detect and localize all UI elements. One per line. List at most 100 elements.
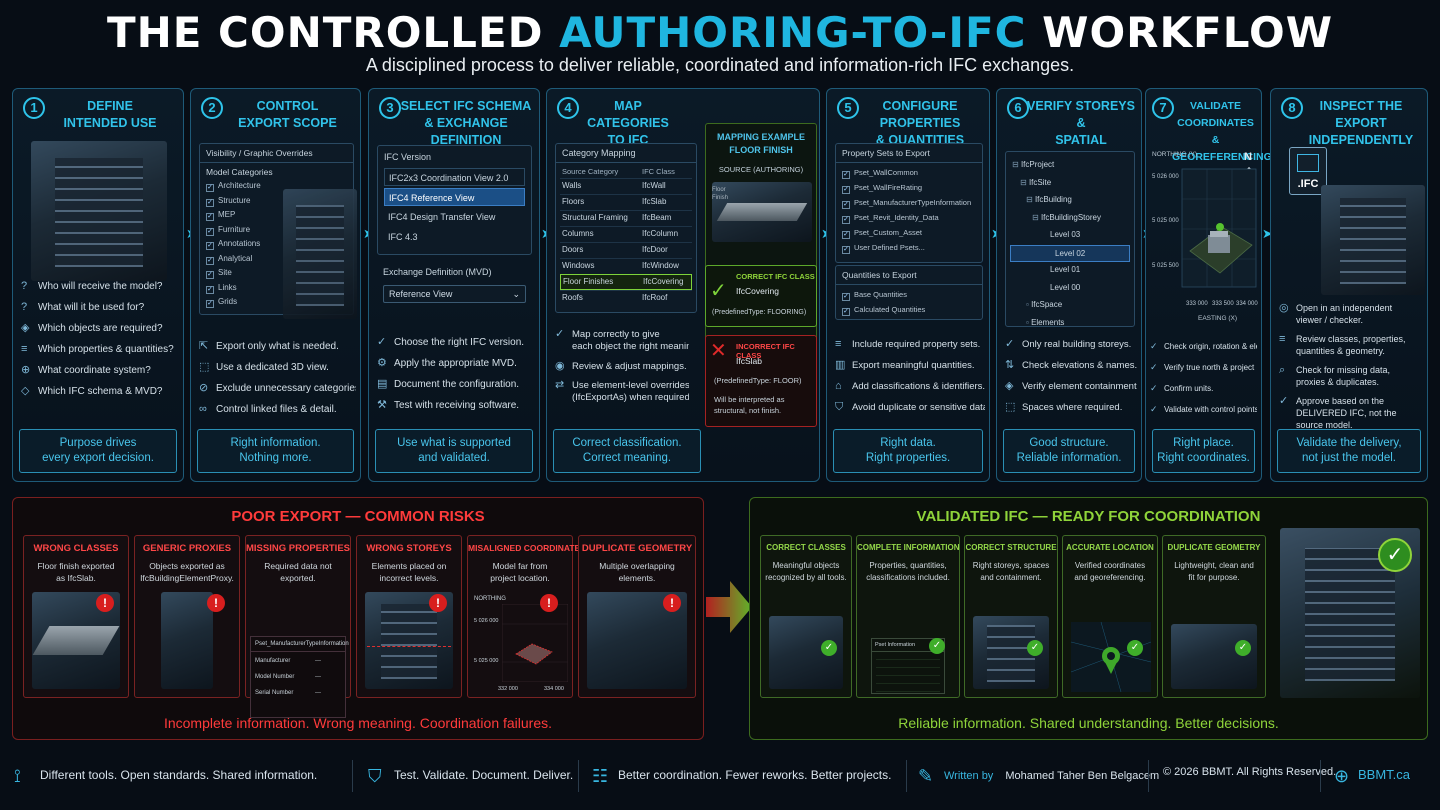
tree-toggle-icon: ⊟ [1012, 160, 1021, 169]
shield-icon: ⛉ [835, 401, 844, 413]
pset-list: ✓Pset_WallCommon ✓Pset_WallFireRating ✓P… [836, 163, 982, 256]
pen-icon: ✎ [918, 766, 934, 786]
warning-icon: ! [207, 594, 225, 612]
version-option[interactable]: IFC 4.3 [388, 232, 418, 242]
card-title: MISSING PROPERTIES [246, 543, 350, 554]
qto-checkbox[interactable]: ✓Calculated Quantities [842, 305, 926, 316]
category-checkbox[interactable]: ✓MEP [206, 210, 236, 221]
mvd-label: Exchange Definition (MVD) [383, 267, 492, 277]
tree-node[interactable]: Level 00 [1006, 280, 1134, 298]
card-desc: Properties, quantities,classifications i… [866, 561, 950, 582]
check-circle-icon: ✓ [1005, 338, 1015, 350]
step-bullets: ✓Map correctly to give each object the r… [555, 327, 689, 404]
check-circle-icon: ✓ [1150, 362, 1158, 372]
step-footer: Correct classification.Correct meaning. [553, 429, 701, 473]
correct-class-panel: ✓ CORRECT IFC CLASS IfcCovering (Predefi… [705, 265, 817, 327]
category-checkbox[interactable]: ✓Site [206, 268, 232, 279]
category-checkbox[interactable]: ✓Annotations [206, 239, 261, 250]
table-row: Serial Number--- [255, 690, 321, 696]
version-option[interactable]: IFC4 Design Transfer View [388, 212, 496, 222]
card-title: GENERIC PROXIES [142, 543, 232, 554]
panel-title: Category Mapping [556, 144, 696, 163]
tree-node[interactable]: ⊟ IfcBuilding [1006, 192, 1134, 210]
list-item: ⚒Test with receiving software. [377, 399, 520, 411]
pset-checkbox[interactable]: ✓Pset_WallFireRating [842, 183, 923, 194]
category-checkbox[interactable]: ✓Architecture [206, 181, 261, 192]
incorrect-class-panel: ✕ INCORRECT IFC CLASS IfcSlab (Predefine… [705, 335, 817, 427]
check-circle-icon: ✓ [555, 328, 565, 340]
step-footer: Right information.Nothing more. [197, 429, 354, 473]
pset-checkbox[interactable]: ✓Pset_Revit_Identity_Data [842, 213, 939, 224]
benefit-card-duplicate-geometry: DUPLICATE GEOMETRY Lightweight, clean an… [1162, 535, 1266, 698]
tree-node[interactable]: ⊟ IfcBuildingStorey [1006, 210, 1134, 228]
eye-icon: ◉ [555, 360, 565, 372]
list-item: ◈Verify element containment. [1005, 380, 1137, 392]
version-option[interactable]: IFC2x3 Coordination View 2.0 [384, 168, 525, 186]
y-tick: 5 025 000 [1152, 218, 1179, 224]
version-option-selected[interactable]: IFC4 Reference View [384, 188, 525, 206]
poor-export-title: POOR EXPORT — COMMON RISKS [231, 508, 485, 525]
tree-node[interactable]: Level 01 [1006, 262, 1134, 280]
step-bullets: ✓Only real building storeys. ⇅Check elev… [1005, 337, 1137, 421]
tree-node[interactable]: ⊟ IfcSite [1006, 175, 1134, 193]
pset-checkbox[interactable]: ✓Pset_Custom_Asset [842, 228, 922, 239]
list-item: quantities & geometry. [1296, 346, 1385, 356]
category-checkbox[interactable]: ✓Grids [206, 297, 238, 308]
category-checkbox[interactable]: ✓Analytical [206, 253, 253, 265]
list-item: viewer / checker. [1296, 315, 1364, 325]
tree-node[interactable]: ⊟ IfcProject [1006, 157, 1134, 175]
step-footer: Right place.Right coordinates. [1152, 429, 1255, 473]
pset-checkbox[interactable]: ✓Pset_WallCommon [842, 168, 918, 179]
footer-site-link[interactable]: ⊕BBMT.ca [1334, 766, 1411, 786]
category-checkbox[interactable]: ✓Structure [206, 195, 251, 207]
tree-node[interactable]: Level 03 [1006, 227, 1134, 245]
qto-checkbox[interactable]: ✓Base Quantities [842, 290, 907, 301]
list-item: ∞Control linked files & detail. [199, 403, 337, 415]
list-icon: ≡ [835, 338, 842, 350]
step-number: 2 [201, 97, 223, 119]
card-title: COMPLETE INFORMATION [857, 543, 960, 552]
validated-building-image [1280, 528, 1420, 698]
step-select-ifc-schema: 3 SELECT IFC SCHEMA& EXCHANGE DEFINITION… [368, 88, 540, 482]
y-tick: 5 025 500 [1152, 263, 1179, 269]
cross-icon: ✕ [710, 340, 727, 362]
card-title: WRONG STOREYS [366, 543, 452, 554]
list-item: ⌂Add classifications & identifiers. [835, 380, 985, 392]
ifc-class: IfcWindow [642, 261, 679, 270]
tree-node[interactable]: ▫ Elements [1006, 315, 1134, 333]
northing-label: NORTHING (Y) [1152, 151, 1198, 158]
tree-node[interactable]: ▫ IfcSpace [1006, 297, 1134, 315]
category-checkbox[interactable]: ✓Links [206, 282, 237, 294]
tree-node[interactable]: Level 02 [1010, 244, 1130, 262]
check-circle-icon: ✓ [1279, 395, 1289, 406]
pset-checkbox[interactable]: ✓User Defined Psets... [842, 243, 925, 254]
building-image [1321, 185, 1425, 295]
category-checkbox[interactable]: ✓Furniture [206, 224, 251, 236]
mvd-select[interactable]: Reference View⌄ [383, 285, 526, 303]
panel-title: Quantities to Export [836, 266, 982, 285]
ifc-class: IfcDoor [642, 245, 668, 254]
pset-checkbox[interactable]: ✓Pset_ManufacturerTypeInformation [842, 198, 972, 209]
warning-icon: ! [540, 594, 558, 612]
x-tick: 333 000 [1186, 301, 1208, 307]
